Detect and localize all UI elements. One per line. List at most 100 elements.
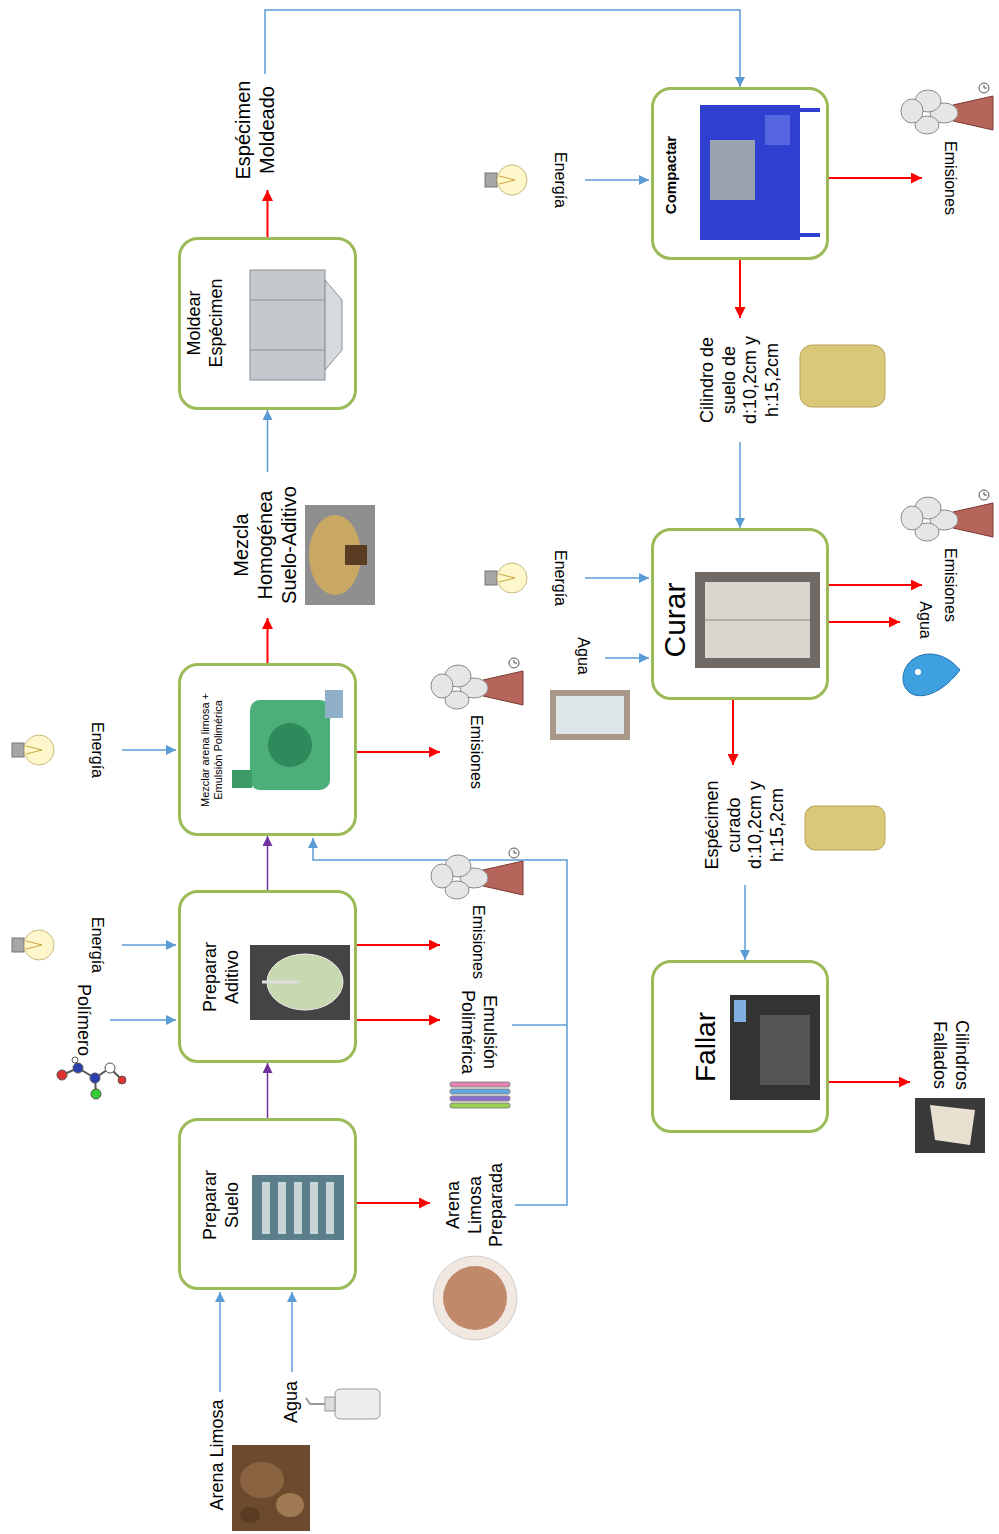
compactor-photo-part	[765, 115, 790, 145]
sieve-photo-part	[326, 1182, 334, 1234]
water-drop-part	[915, 669, 921, 675]
emulsion-tubes-part	[450, 1089, 510, 1094]
failed-cylinders-photo-part	[915, 1098, 985, 1153]
mixture-photo-part	[305, 505, 375, 605]
additive-photo	[250, 945, 350, 1020]
sieve-photo-part	[262, 1182, 270, 1234]
emulsion-tubes-part	[450, 1096, 510, 1101]
additive-photo-part	[262, 981, 300, 984]
flow-connector	[265, 10, 740, 237]
polymer-molecule-part	[91, 1089, 101, 1099]
mixture-photo-part	[345, 545, 367, 565]
mold-photo-part	[250, 350, 325, 351]
water-drop-part	[903, 654, 960, 696]
polymer-molecule-part	[62, 1060, 122, 1094]
input-arrows	[110, 180, 649, 1392]
water-bottle	[306, 1389, 380, 1419]
connector-segment	[744, 885, 746, 960]
flow-label: Emisiones	[940, 133, 959, 223]
process-title: Moldear Espécimen	[184, 273, 227, 373]
process-box: Preparar Aditivo	[178, 890, 357, 1063]
sieve-photo-part	[278, 1182, 286, 1234]
water-drop	[903, 654, 960, 696]
curing-room-photo-part	[705, 620, 810, 621]
process-box: Preparar Suelo	[178, 1118, 357, 1290]
process-title: Compactar	[663, 130, 680, 220]
mold-photo	[250, 270, 342, 380]
failed-cylinders-photo-part	[930, 1105, 975, 1145]
input-arrows-part	[219, 1292, 221, 1392]
flow-label: Emisiones	[468, 897, 487, 987]
silty-sand-photo-part	[240, 1462, 284, 1498]
process-box: Compactar	[651, 87, 829, 260]
process-box: Fallar	[651, 960, 829, 1133]
connector-label: Espécimen curado d:10,2cm y h:15,2cm	[702, 775, 788, 875]
process-title: Preparar Aditivo	[200, 930, 243, 1025]
connector-segment	[739, 260, 741, 318]
emission-icons-part	[901, 83, 993, 134]
process-title: Preparar Suelo	[200, 1158, 243, 1253]
compactor-photo-part	[800, 108, 820, 112]
emission-icons-part	[431, 658, 523, 709]
connector-label: Cilindro de suelo de d:10,2cm y h:15,2cm	[697, 330, 783, 430]
curing-room-photo	[695, 572, 820, 668]
mixer-photo	[232, 690, 343, 790]
flow-connector	[267, 1063, 268, 1118]
press-photo-part	[760, 1015, 810, 1085]
polymer-molecule-part	[105, 1063, 115, 1073]
curing-water-photo-part	[550, 690, 630, 740]
additive-photo-part	[250, 945, 350, 1020]
emission-icons-part	[431, 848, 523, 899]
process-box: Mezclar arena limosa + Emulsión Poliméri…	[178, 663, 357, 836]
process-title: Mezclar arena limosa + Emulsión Poliméri…	[199, 683, 225, 818]
press-photo-part	[730, 995, 820, 1100]
sieve-photo-part	[310, 1182, 318, 1234]
flow-label: Agua	[573, 626, 592, 686]
input-arrows-part	[110, 1019, 176, 1021]
process-box: Curar	[651, 528, 829, 700]
input-arrows-part	[585, 577, 649, 579]
connector-segment	[732, 700, 734, 765]
cylinder-photos-part	[805, 806, 885, 850]
output-arrows-part	[357, 1019, 440, 1021]
input-arrows-part	[605, 657, 649, 659]
polymer-molecule-part	[90, 1073, 100, 1083]
mold-photo-part	[325, 280, 342, 370]
connector-segment	[267, 618, 269, 663]
curing-room-photo-part	[695, 572, 820, 668]
water-bottle-part	[335, 1389, 380, 1419]
emission-icons	[431, 83, 993, 899]
curing-water-photo-part	[556, 696, 624, 734]
input-arrows-part	[122, 944, 176, 946]
flow-label: Agua	[281, 1372, 303, 1432]
polymer-molecule-part	[118, 1076, 126, 1084]
mixer-photo-part	[232, 770, 252, 788]
input-arrows-part	[122, 749, 176, 751]
flow-label: Emisiones	[940, 540, 959, 630]
silty-sand-photo-part	[276, 1493, 304, 1517]
press-photo	[730, 995, 820, 1100]
connector-label: Espécimen Moldeado	[231, 75, 279, 185]
emulsion-tubes-part	[450, 1103, 510, 1108]
flow-label: Polímero	[72, 975, 94, 1065]
compactor-photo-part	[710, 140, 755, 200]
output-arrows	[357, 178, 922, 1203]
energy-bulbs	[12, 165, 527, 960]
connector-segment	[267, 1063, 269, 1118]
energy-bulbs-part	[485, 165, 527, 195]
output-arrows-part	[829, 584, 922, 586]
compactor-photo	[700, 105, 820, 240]
output-arrows-part	[829, 177, 922, 179]
energy-bulbs-part	[12, 930, 54, 960]
output-arrows-part	[357, 751, 440, 753]
energy-bulbs-part	[485, 563, 527, 593]
water-bottle-part	[325, 1397, 335, 1411]
input-arrows-part	[291, 1292, 293, 1372]
emulsion-tubes	[450, 1082, 510, 1108]
flow-label: Energía	[87, 905, 106, 985]
output-arrows-part	[829, 1081, 910, 1083]
prepared-sand-dish-part	[443, 1266, 507, 1330]
emission-icons-part	[901, 490, 993, 541]
